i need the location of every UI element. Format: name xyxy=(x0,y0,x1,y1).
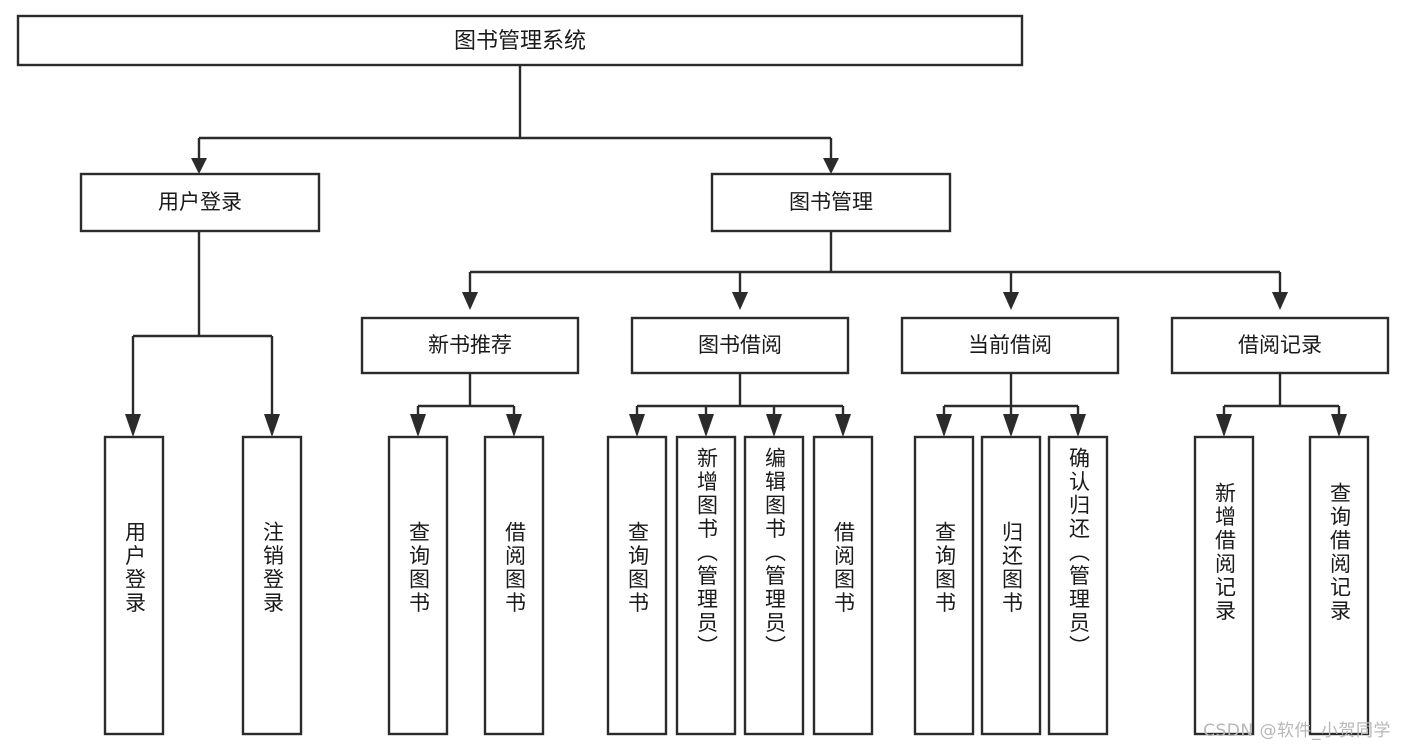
node-borrow-record-label: 借阅记录 xyxy=(1238,333,1322,357)
arrow-head-icon xyxy=(462,292,478,310)
leaf-box-currentborrow-2[interactable] xyxy=(1047,435,1109,736)
connector-borrowrecord-to-leaves xyxy=(1216,373,1347,437)
arrow-head-icon xyxy=(629,414,645,437)
leaf-box-bookborrow-0[interactable] xyxy=(606,435,668,736)
node-book-management-label: 图书管理 xyxy=(789,190,873,214)
leaf-box-borrowrecord-0[interactable] xyxy=(1193,435,1255,736)
node-borrow-record[interactable]: 借阅记录 xyxy=(1170,316,1390,375)
arrow-head-icon xyxy=(1070,414,1086,437)
leaf-box-bookborrow-1[interactable] xyxy=(675,435,737,736)
arrow-head-icon xyxy=(1003,292,1019,310)
leaf-box-currentborrow-0[interactable] xyxy=(913,435,975,736)
leaf-box-newbook-0[interactable] xyxy=(387,435,449,736)
arrow-head-icon xyxy=(1272,292,1288,310)
leaf-box-user-login-1[interactable] xyxy=(241,435,303,736)
arrow-head-icon xyxy=(698,414,714,437)
node-current-borrow[interactable]: 当前借阅 xyxy=(900,316,1120,375)
arrow-head-icon xyxy=(1216,414,1232,437)
arrow-head-icon xyxy=(506,414,522,437)
arrow-head-icon xyxy=(835,414,851,437)
arrow-head-icon xyxy=(1331,414,1347,437)
arrow-head-icon xyxy=(936,414,952,437)
leaf-box-borrowrecord-1[interactable] xyxy=(1308,435,1370,736)
leaf-box-currentborrow-1[interactable] xyxy=(980,435,1042,736)
connector-root-to-level2 xyxy=(191,65,839,174)
node-current-borrow-label: 当前借阅 xyxy=(968,333,1052,357)
connector-bookborrow-to-leaves xyxy=(629,373,851,437)
node-book-borrow[interactable]: 图书借阅 xyxy=(630,316,850,375)
connector-userlogin-to-leaves xyxy=(125,231,280,437)
leaf-box-user-login-0[interactable] xyxy=(103,435,165,736)
arrow-head-icon xyxy=(410,414,426,437)
node-root-label: 图书管理系统 xyxy=(454,29,586,54)
leaf-box-bookborrow-3[interactable] xyxy=(812,435,874,736)
node-user-login-label: 用户登录 xyxy=(158,190,242,214)
leaf-box-newbook-1[interactable] xyxy=(483,435,545,736)
arrow-head-icon xyxy=(264,414,280,437)
leaf-box-bookborrow-2[interactable] xyxy=(743,435,805,736)
node-book-management[interactable]: 图书管理 xyxy=(710,172,952,233)
node-new-book-recommend-label: 新书推荐 xyxy=(428,333,512,357)
arrow-head-icon xyxy=(1003,414,1019,437)
arrow-head-icon xyxy=(191,158,207,174)
node-book-borrow-label: 图书借阅 xyxy=(698,333,782,357)
node-root[interactable]: 图书管理系统 xyxy=(16,14,1024,67)
arrow-head-icon xyxy=(823,158,839,174)
connector-newbook-to-leaves xyxy=(410,373,522,437)
arrow-head-icon xyxy=(766,414,782,437)
node-user-login[interactable]: 用户登录 xyxy=(79,172,321,233)
connector-currentborrow-to-leaves xyxy=(936,373,1086,437)
connector-bookmgmt-to-level3 xyxy=(462,231,1288,310)
node-new-book-recommend[interactable]: 新书推荐 xyxy=(360,316,580,375)
arrow-head-icon xyxy=(732,292,748,310)
arrow-head-icon xyxy=(125,414,141,437)
